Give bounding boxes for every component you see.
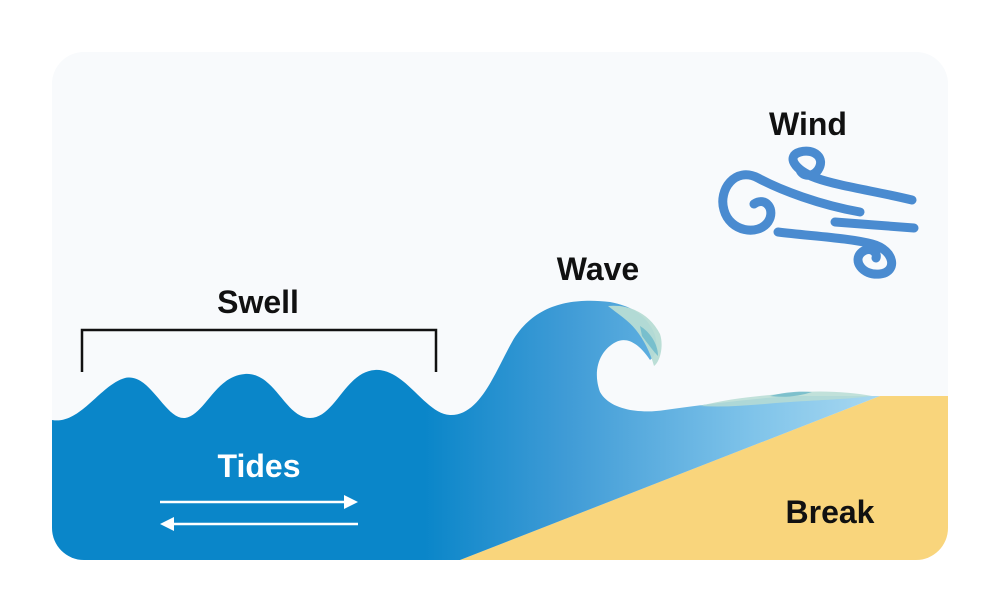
wind-swirl-icon	[718, 146, 919, 279]
swell-label: Swell	[217, 284, 299, 320]
sand-beach	[460, 396, 948, 560]
wind-label: Wind	[769, 106, 847, 142]
wave-crest-foam	[608, 305, 662, 366]
shore-foam	[700, 391, 872, 407]
break-label: Break	[786, 494, 875, 530]
swell-bracket	[80, 328, 438, 372]
shore-foam-shade	[770, 391, 812, 397]
wave-crest-foam-shade	[640, 326, 658, 356]
double-arrow-icon	[160, 495, 358, 531]
wave-label: Wave	[557, 251, 639, 287]
tides-label: Tides	[218, 448, 301, 484]
scene	[52, 300, 948, 560]
ocean-water	[52, 300, 880, 560]
